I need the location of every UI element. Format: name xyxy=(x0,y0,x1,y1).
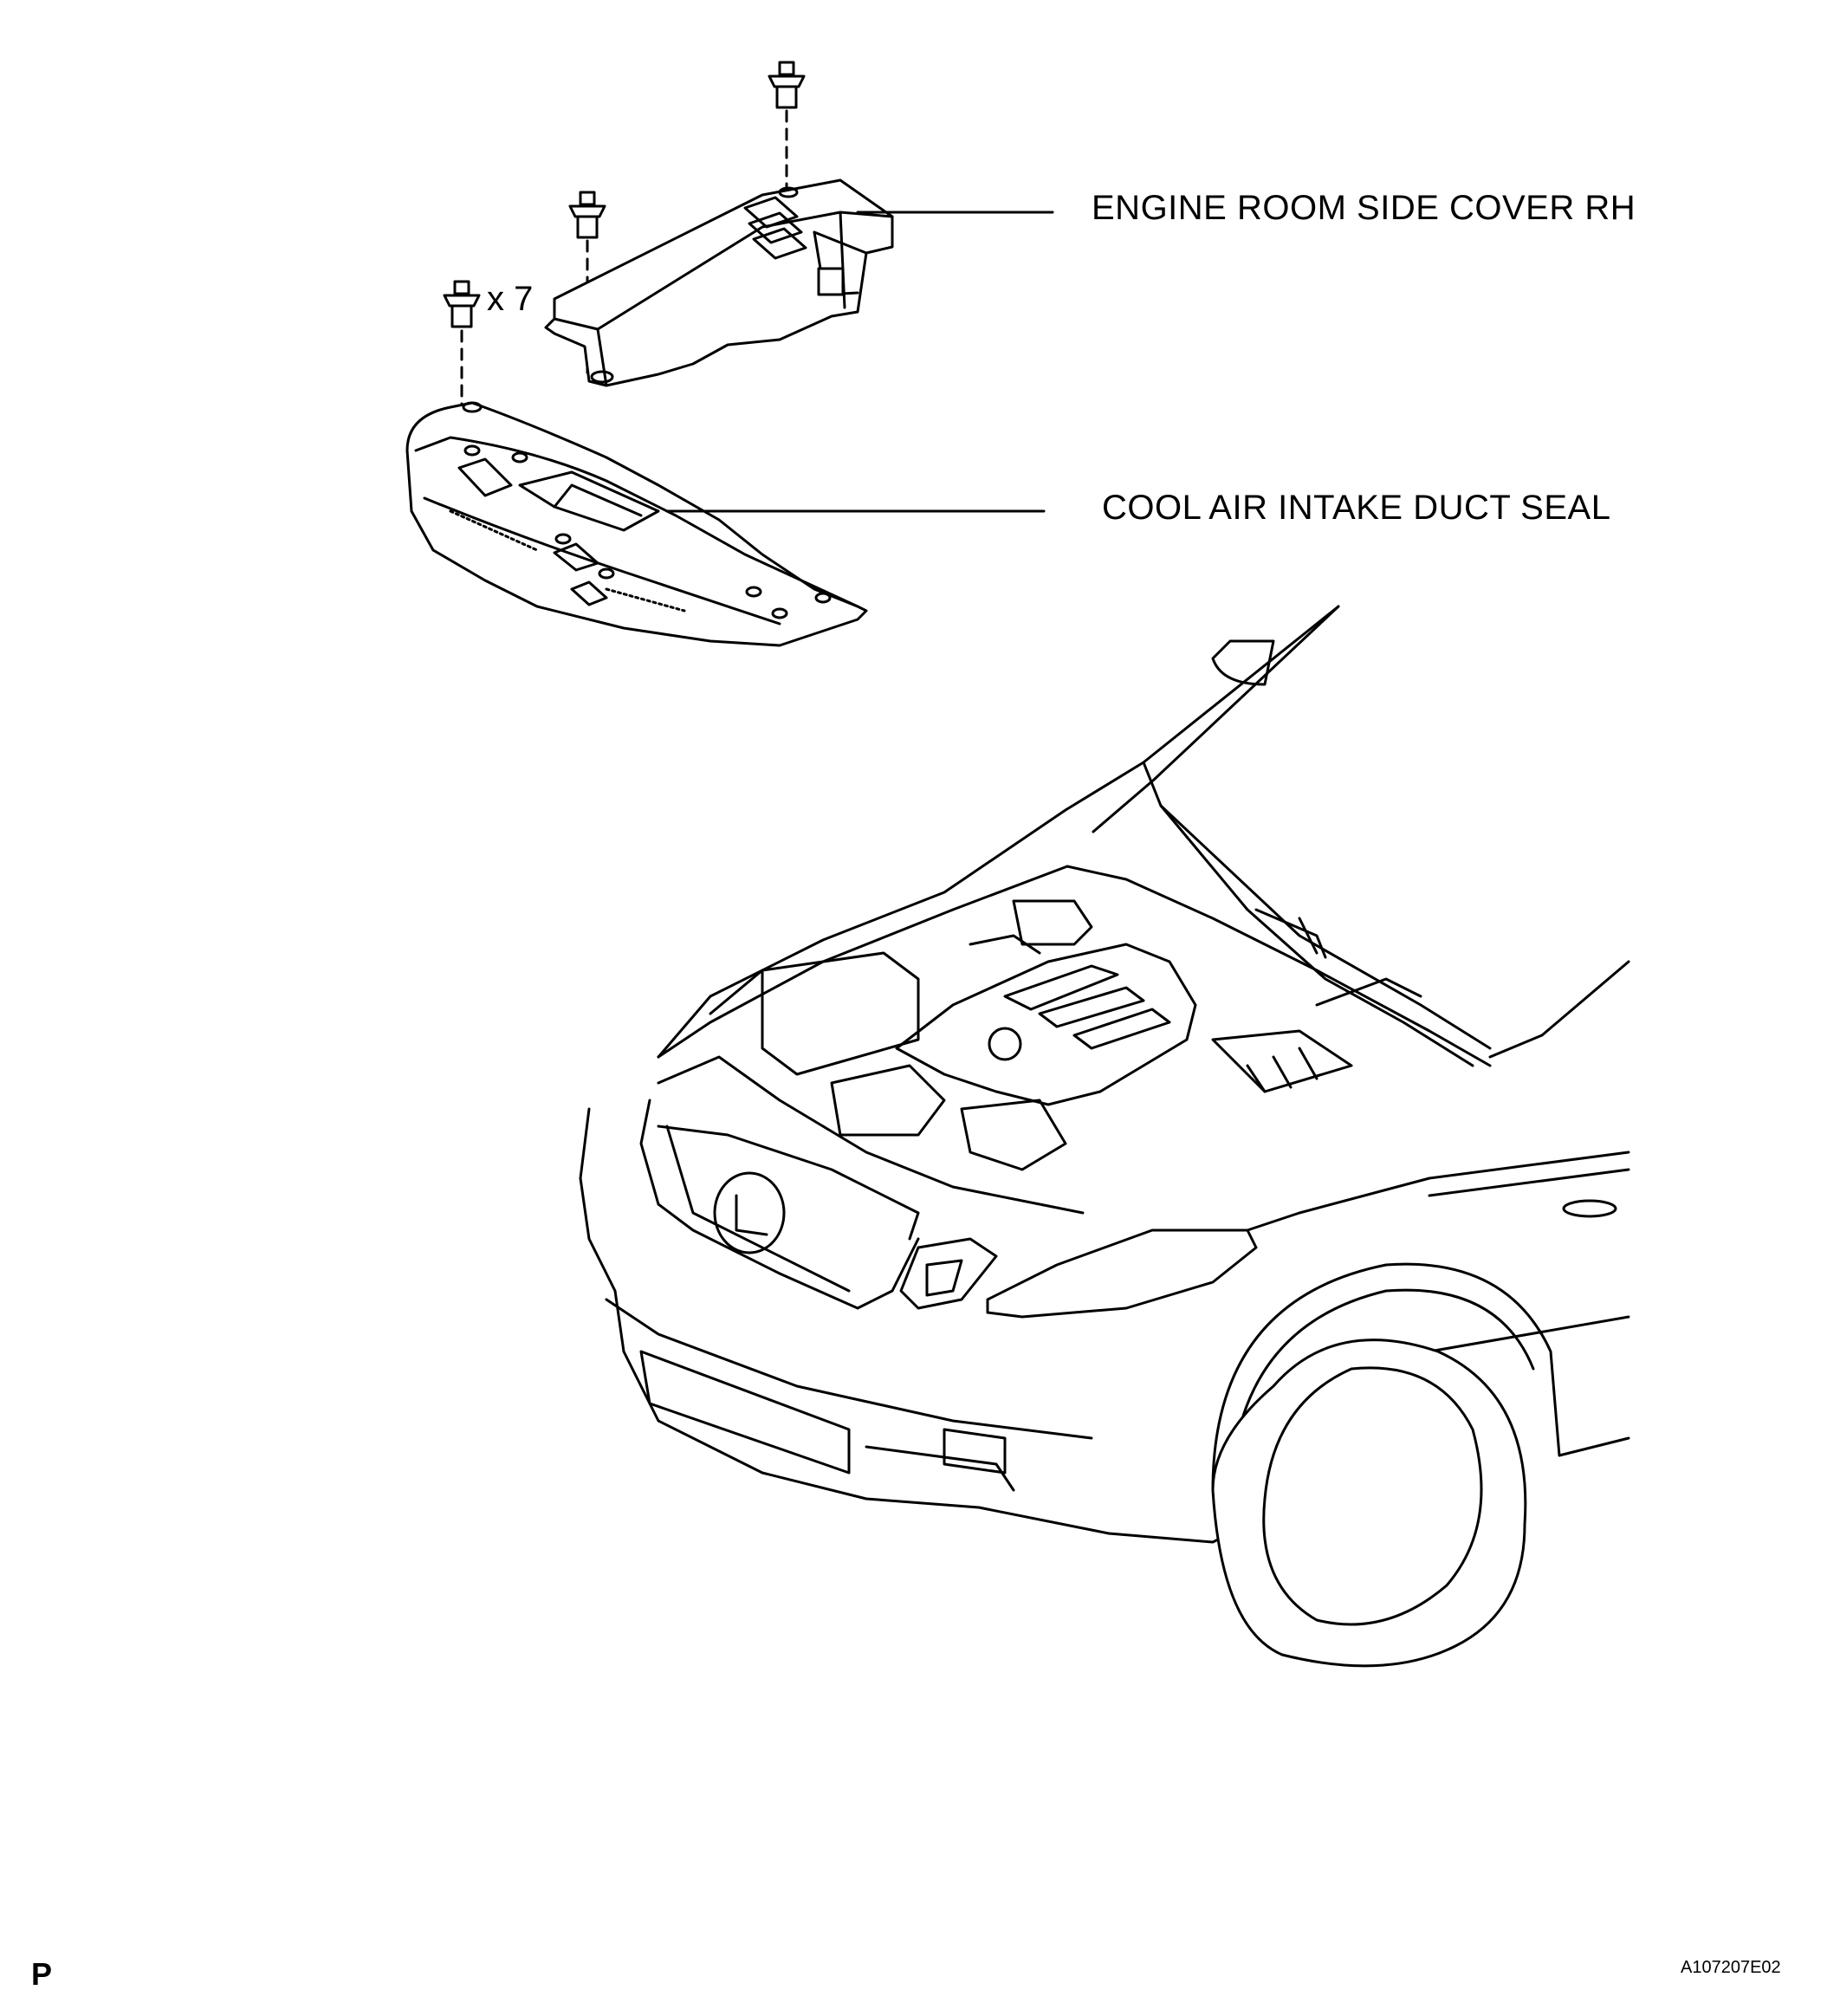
cool-air-intake-duct-seal-drawing xyxy=(405,401,868,647)
engine-room-side-cover-label: ENGINE ROOM SIDE COVER RH xyxy=(1092,189,1636,227)
figure-id: A107207E02 xyxy=(1681,1958,1781,1977)
corner-letter: P xyxy=(31,1956,53,1992)
engine-room-side-cover-drawing xyxy=(544,178,894,387)
clip-icon-top xyxy=(768,61,806,191)
cool-air-intake-duct-seal-label: COOL AIR INTAKE DUCT SEAL xyxy=(1102,489,1611,527)
clip-icon-left xyxy=(443,280,481,409)
clip-quantity-label: x 7 xyxy=(487,280,534,318)
vehicle-front-drawing xyxy=(579,605,1630,1668)
